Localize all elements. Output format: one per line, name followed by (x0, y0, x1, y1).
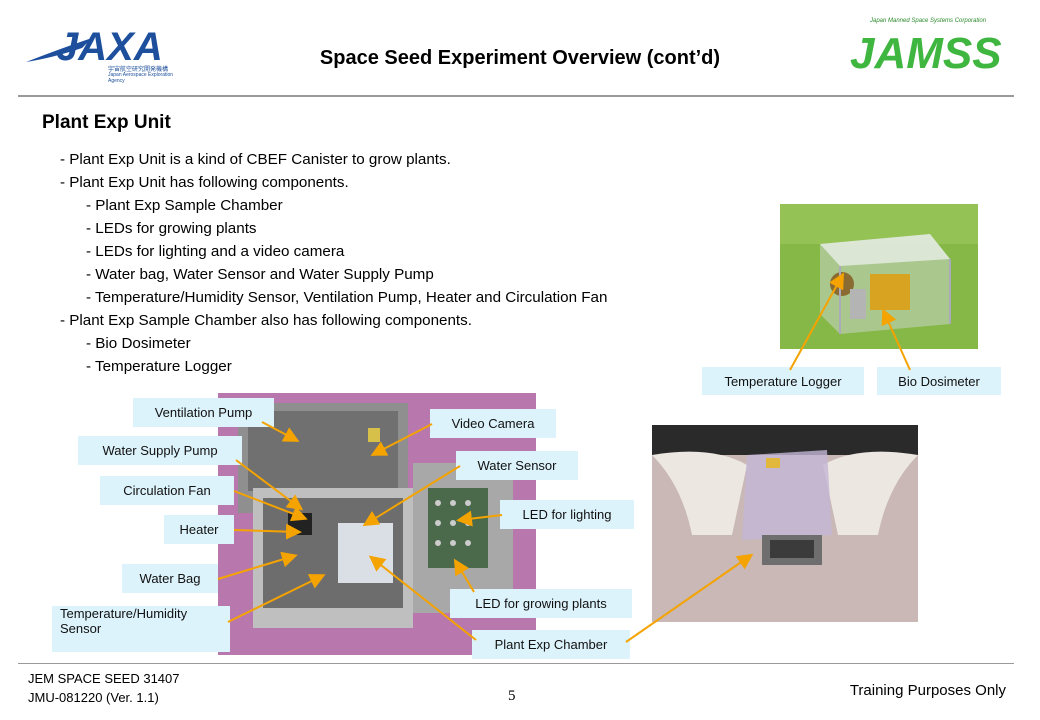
page-number: 5 (508, 688, 516, 704)
jamss-tagline: Japan Manned Space Systems Corporation (870, 18, 987, 24)
label-temp-humidity-sensor-line2: Sensor (60, 621, 102, 636)
sub-bullet-item: - LEDs for growing plants (86, 220, 257, 237)
header-divider (18, 95, 1014, 97)
sub-bullet-item: - Water bag, Water Sensor and Water Supp… (86, 266, 434, 283)
section-heading: Plant Exp Unit (42, 112, 171, 133)
sub-bullet-item: - Plant Exp Sample Chamber (86, 197, 283, 214)
footer-divider (18, 663, 1014, 664)
jamss-logo-text: JAMSS (850, 29, 1002, 76)
page-title: Space Seed Experiment Overview (cont’d) (319, 47, 721, 69)
jaxa-logo-graphic: JAXA (26, 25, 163, 69)
sub-bullet-item: - Temperature Logger (86, 358, 232, 375)
label-led-lighting: LED for lighting (500, 500, 634, 529)
footer-doc-id: JEM SPACE SEED 31407 (28, 671, 180, 686)
label-heater: Heater (164, 515, 234, 544)
jamss-logo-graphic: JAMSS (850, 29, 1002, 76)
sample-chamber-photo (780, 204, 978, 349)
bullet-list: - Plant Exp Unit is a kind of CBEF Canis… (60, 148, 607, 378)
jaxa-en-name: Japan Aerospace Exploration Agency (108, 72, 174, 84)
label-water-sensor: Water Sensor (456, 451, 578, 480)
bullet-item: - Plant Exp Sample Chamber also has foll… (60, 312, 472, 329)
jaxa-logo: JAXA 宇宙航空研究開発機構 Japan Aerospace Explorat… (22, 8, 182, 90)
sub-bullet-item: - Bio Dosimeter (86, 335, 191, 352)
bullet-item: - Plant Exp Unit is a kind of CBEF Canis… (60, 151, 451, 168)
label-plant-exp-chamber: Plant Exp Chamber (472, 630, 630, 659)
label-temp-humidity-sensor-line1: Temperature/Humidity (60, 606, 188, 621)
label-ventilation-pump: Ventilation Pump (133, 398, 274, 427)
footer-doc-version: JMU-081220 (Ver. 1.1) (28, 690, 159, 705)
bullet-item: - Plant Exp Unit has following component… (60, 174, 349, 191)
label-water-supply-pump: Water Supply Pump (78, 436, 242, 465)
label-temp-humidity-sensor: Temperature/Humidity Sensor (52, 606, 230, 652)
label-circulation-fan: Circulation Fan (100, 476, 234, 505)
label-temperature-logger: Temperature Logger (702, 367, 864, 395)
label-bio-dosimeter: Bio Dosimeter (877, 367, 1001, 395)
sub-bullet-item: - LEDs for lighting and a video camera (86, 243, 345, 260)
jaxa-jp-name: 宇宙航空研究開発機構 (108, 67, 169, 73)
footer-training-note: Training Purposes Only (849, 682, 1006, 699)
jamss-logo: Japan Manned Space Systems Corporation J… (848, 18, 1018, 78)
label-video-camera: Video Camera (430, 409, 556, 438)
sub-bullet-item: - Temperature/Humidity Sensor, Ventilati… (86, 289, 608, 306)
hands-chamber-photo (652, 425, 918, 622)
label-led-growing: LED for growing plants (450, 589, 632, 618)
label-water-bag: Water Bag (122, 564, 218, 593)
svg-text:JAXA: JAXA (56, 25, 163, 69)
